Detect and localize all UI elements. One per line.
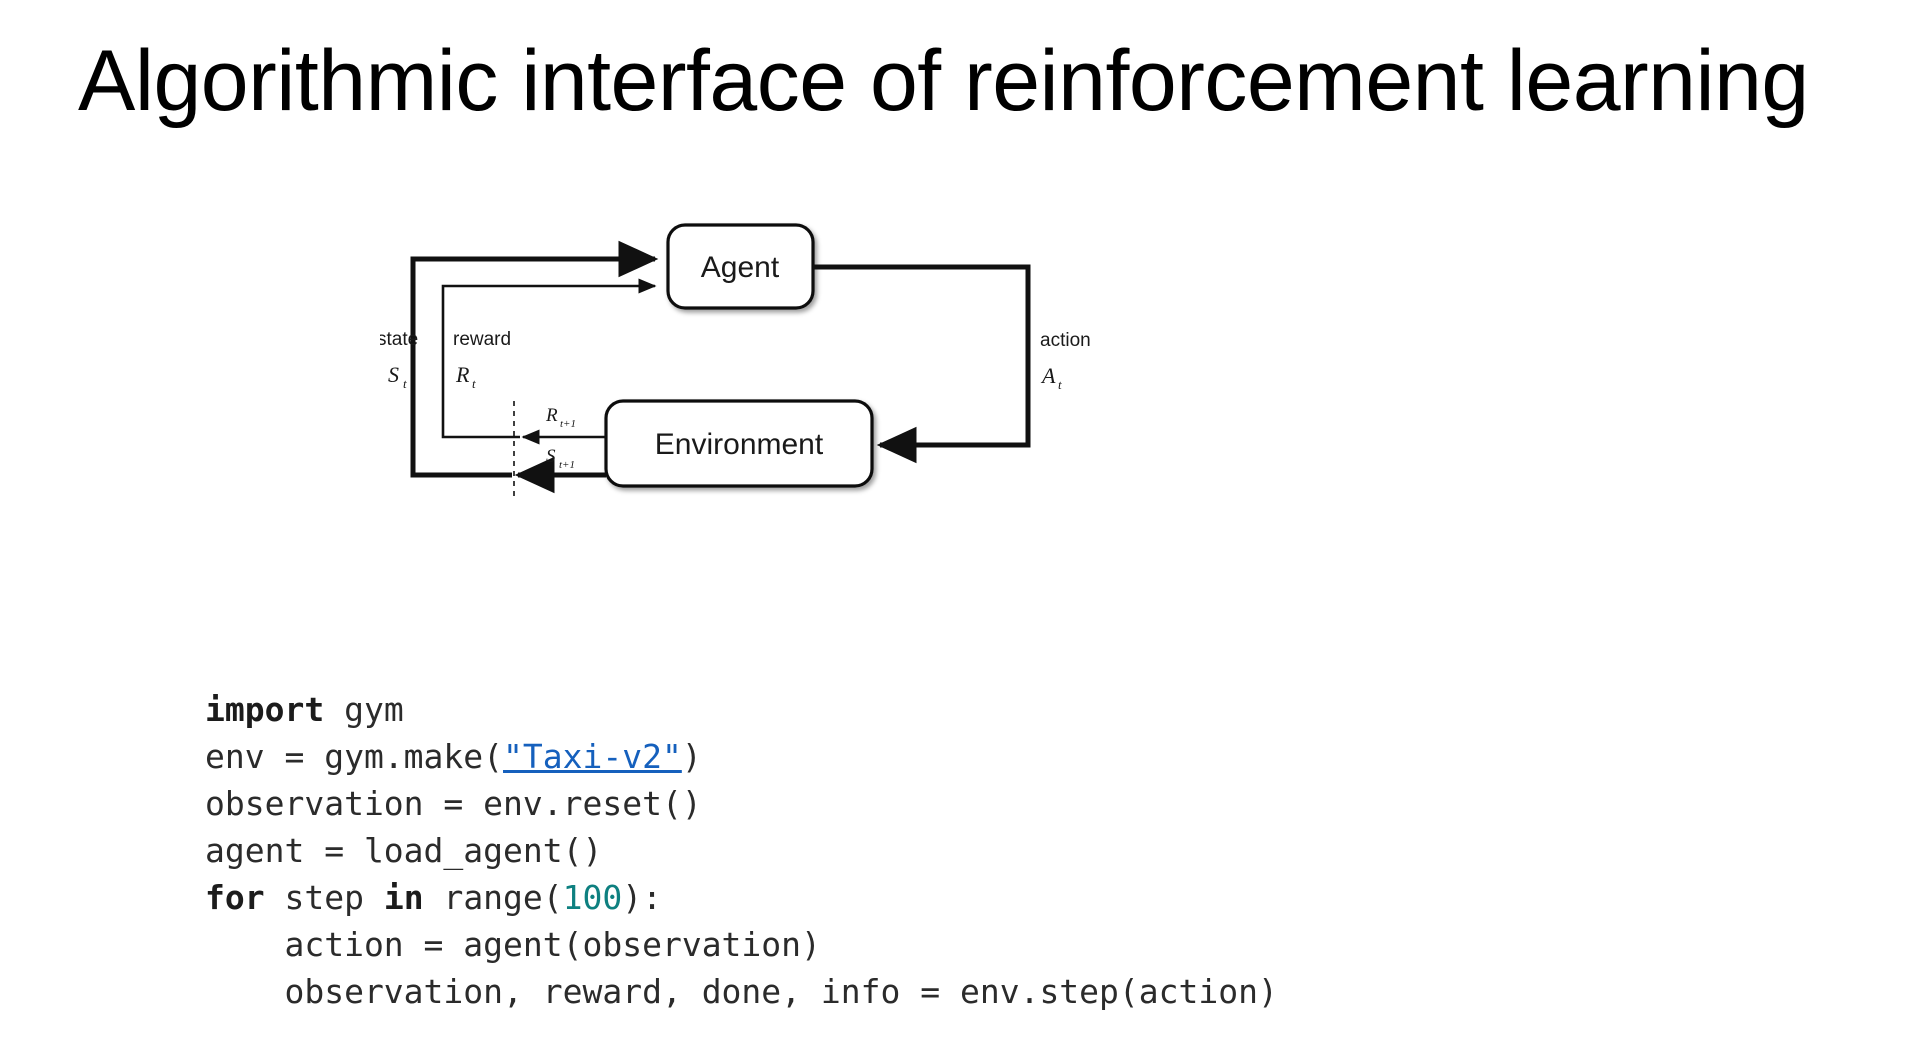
state-label-text: state bbox=[380, 329, 418, 350]
code-number: 100 bbox=[562, 878, 623, 917]
code-text: ) bbox=[681, 737, 702, 776]
action-label-text: action bbox=[1040, 330, 1091, 351]
state-edge-label: state S t bbox=[380, 329, 418, 391]
action-edge-path bbox=[813, 264, 1031, 464]
code-line: import gym bbox=[205, 686, 1278, 733]
reward-symbol-subscript: t bbox=[472, 376, 476, 391]
code-keyword: import bbox=[205, 690, 325, 729]
code-text: ): bbox=[622, 878, 663, 917]
next-state-symbol-text: S bbox=[546, 446, 556, 467]
code-text: observation = env.reset() bbox=[205, 784, 702, 823]
reward-edge-label: reward R t bbox=[453, 329, 511, 391]
code-text: action = agent(observation) bbox=[205, 925, 821, 964]
code-text: step bbox=[264, 878, 384, 917]
code-keyword: in bbox=[383, 878, 424, 917]
code-line: observation, reward, done, info = env.st… bbox=[205, 968, 1278, 1015]
environment-node-label: Environment bbox=[655, 428, 824, 461]
code-text: env = gym.make( bbox=[205, 737, 504, 776]
action-symbol-subscript: t bbox=[1058, 377, 1062, 392]
action-edge-label: action A t bbox=[1040, 330, 1091, 392]
code-keyword: for bbox=[205, 878, 265, 917]
environment-node: Environment bbox=[604, 399, 874, 488]
action-symbol-text: A bbox=[1040, 363, 1056, 388]
code-link-taxi-v2[interactable]: "Taxi-v2" bbox=[503, 737, 682, 776]
code-text: agent = load_agent() bbox=[205, 831, 603, 870]
reward-symbol-text: R bbox=[455, 362, 470, 387]
reward-label-text: reward bbox=[453, 329, 511, 350]
next-reward-symbol-text: R bbox=[545, 405, 558, 426]
next-state-label: S t+1 bbox=[546, 446, 575, 471]
next-state-subscript: t+1 bbox=[559, 459, 575, 471]
agent-node: Agent bbox=[666, 223, 815, 310]
state-symbol-text: S bbox=[388, 362, 399, 387]
environment-node-box bbox=[604, 399, 874, 488]
code-text: gym bbox=[324, 690, 404, 729]
state-edge bbox=[410, 240, 659, 494]
state-symbol-subscript: t bbox=[403, 376, 407, 391]
reward-edge-path bbox=[441, 278, 657, 439]
next-reward-label: R t+1 bbox=[545, 405, 576, 430]
reward-edge bbox=[441, 278, 657, 445]
page-title: Algorithmic interface of reinforcement l… bbox=[78, 33, 1809, 129]
rl-loop-diagram: Agent Environment state S t bbox=[380, 205, 1200, 535]
code-line: action = agent(observation) bbox=[205, 921, 1278, 968]
agent-node-label: Agent bbox=[701, 251, 780, 284]
code-line: for step in range(100): bbox=[205, 874, 1278, 921]
code-line: agent = load_agent() bbox=[205, 827, 1278, 874]
code-line: observation = env.reset() bbox=[205, 780, 1278, 827]
code-line: env = gym.make("Taxi-v2") bbox=[205, 733, 1278, 780]
code-text: observation, reward, done, info = env.st… bbox=[205, 972, 1278, 1011]
next-reward-subscript: t+1 bbox=[560, 418, 576, 430]
action-edge bbox=[813, 264, 1031, 464]
state-edge-path bbox=[410, 240, 659, 478]
code-text: range( bbox=[423, 878, 563, 917]
